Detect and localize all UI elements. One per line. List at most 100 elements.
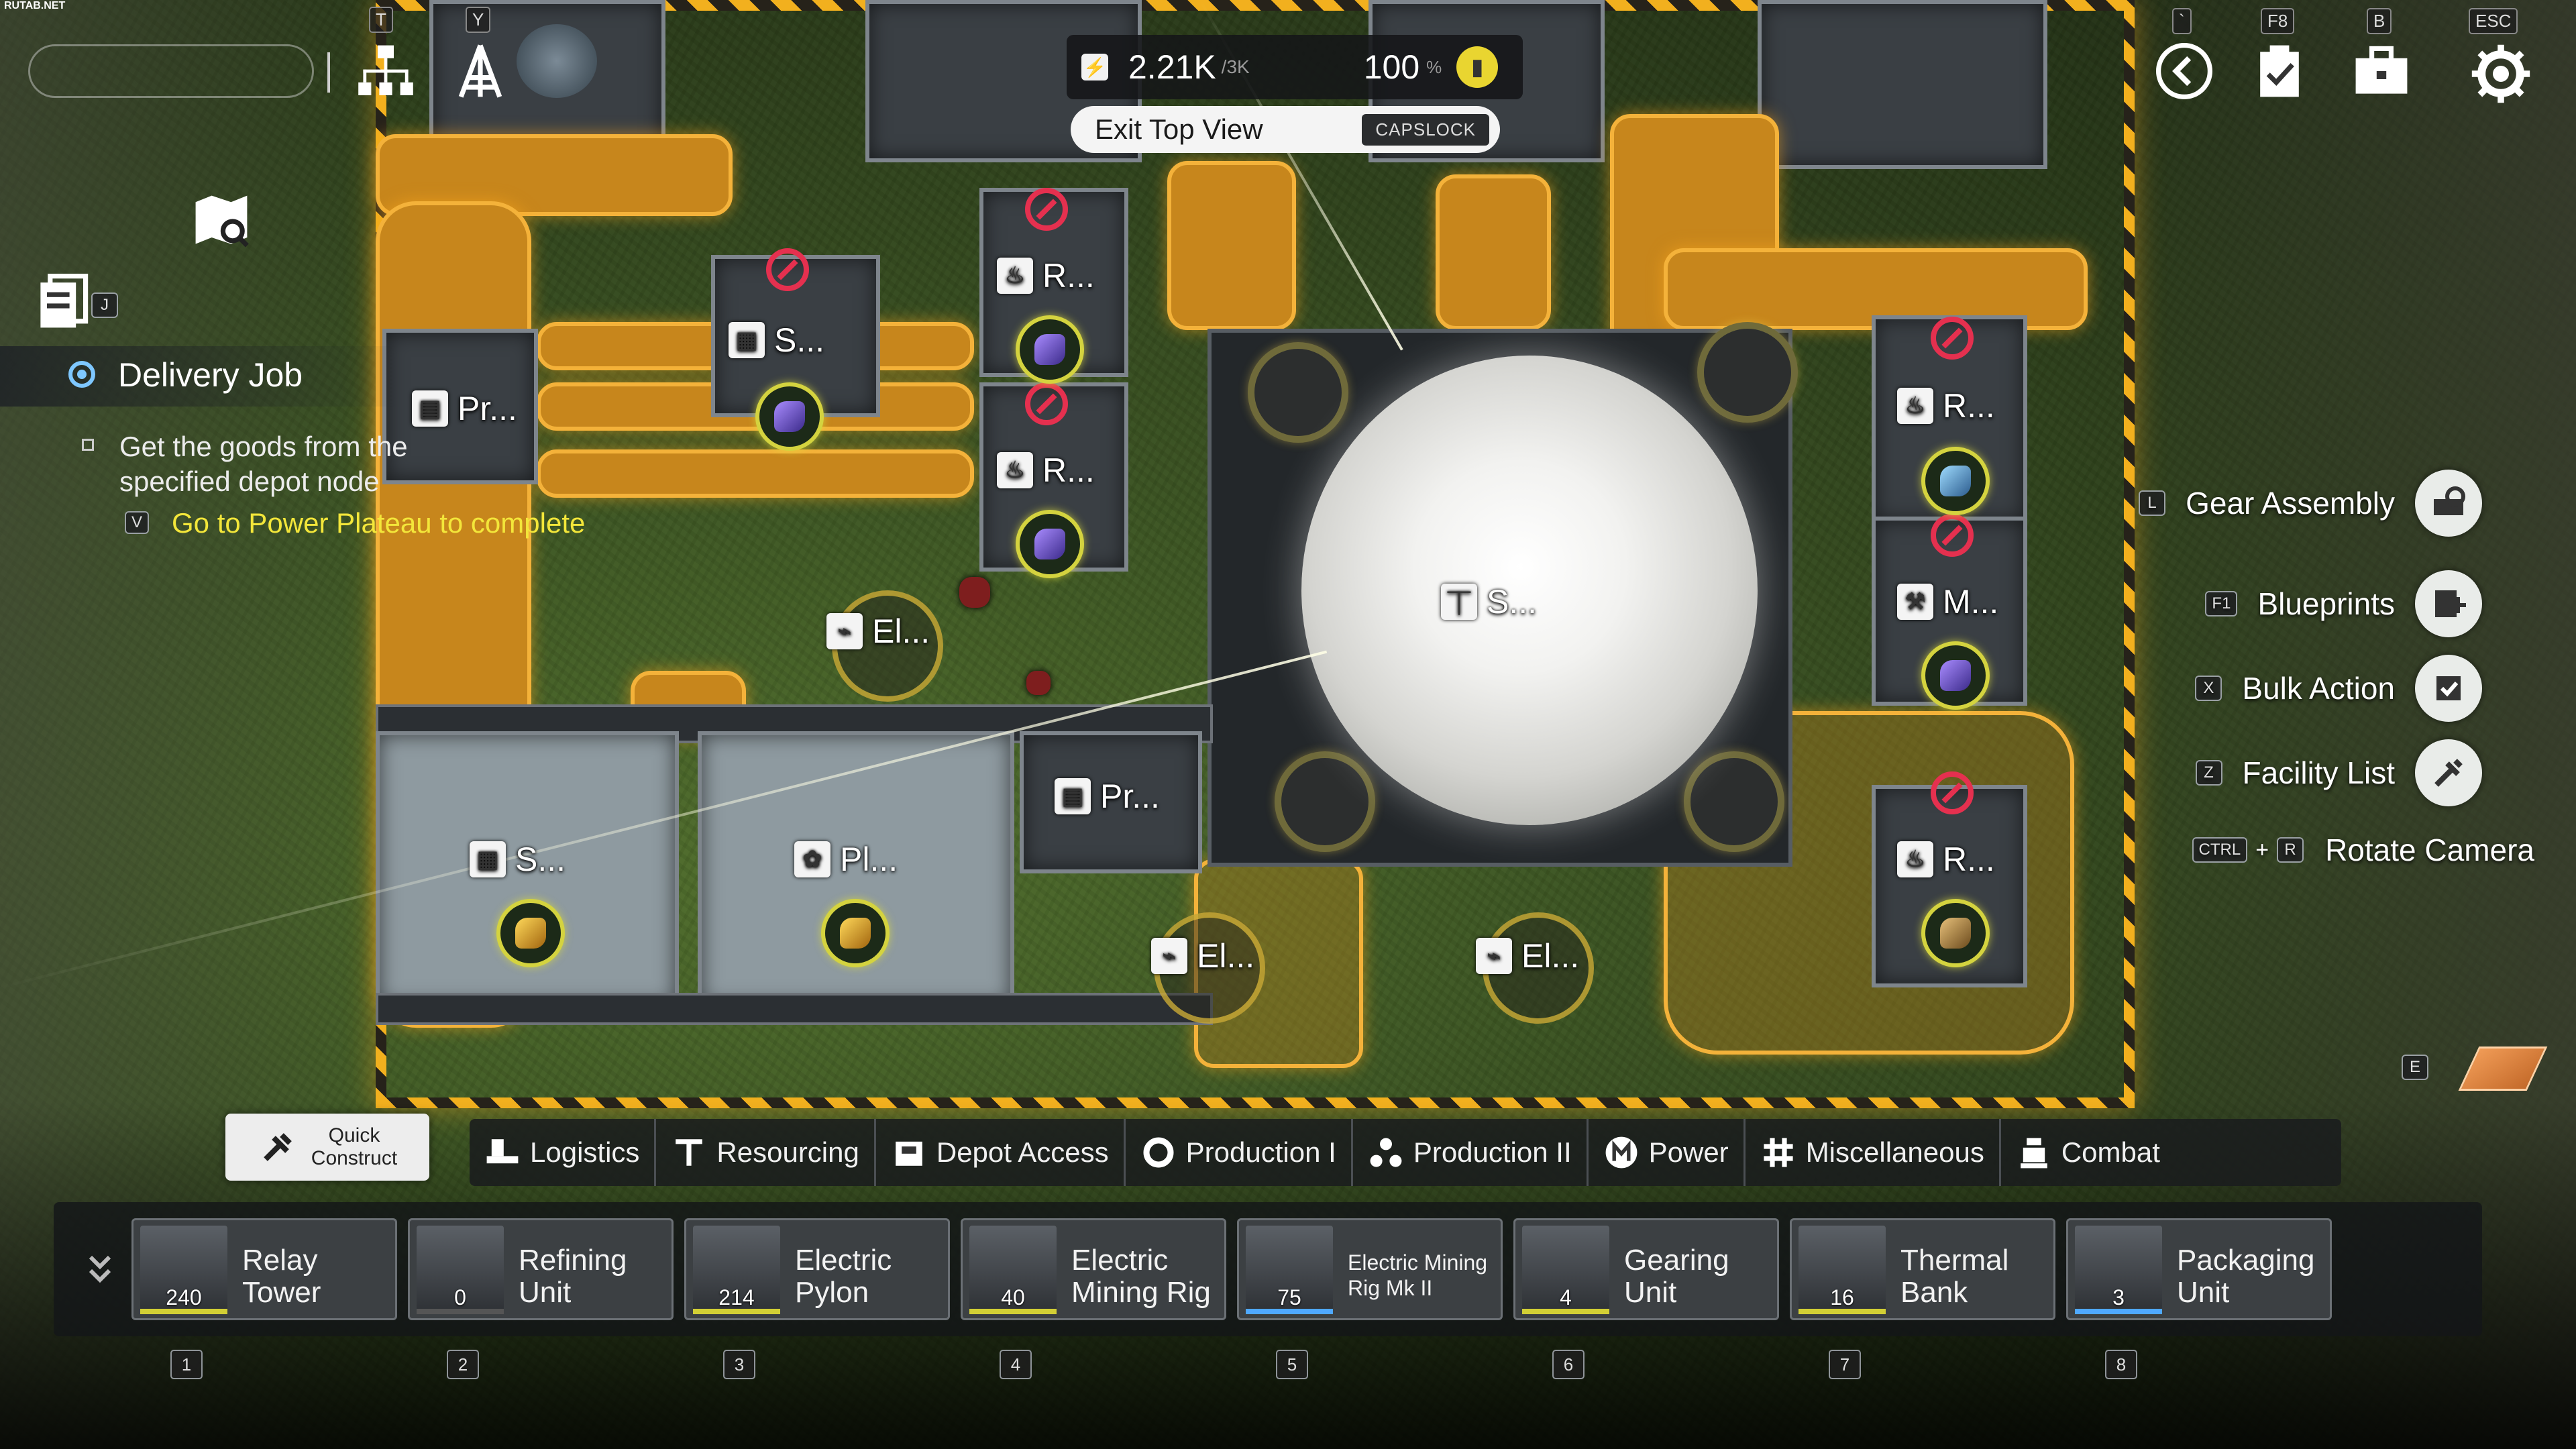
key-hint-z: Z bbox=[2195, 760, 2222, 786]
facility-protocol-2[interactable] bbox=[1020, 731, 1202, 873]
category-depot-access[interactable]: Depot Access bbox=[876, 1119, 1126, 1186]
quest-tracker-header[interactable] bbox=[0, 346, 402, 407]
facility-label[interactable]: ✿Pl... bbox=[794, 840, 898, 879]
facility-label[interactable]: ▦S... bbox=[729, 321, 824, 360]
power-icon bbox=[1603, 1134, 1640, 1171]
facility-label[interactable]: ⌁El... bbox=[826, 612, 930, 651]
key-hint-j: J bbox=[91, 292, 118, 318]
core-icon: ⏉ bbox=[1441, 584, 1477, 620]
category-combat[interactable]: Combat bbox=[2001, 1119, 2175, 1186]
clipboard-icon[interactable] bbox=[2246, 38, 2313, 105]
platform-socket bbox=[1684, 751, 1784, 852]
facility-protocol[interactable] bbox=[382, 329, 538, 484]
key-hint-f1: F1 bbox=[2205, 591, 2238, 616]
hammer-icon bbox=[263, 1133, 292, 1161]
facility-label[interactable]: ♨R... bbox=[1897, 840, 1995, 879]
category-production-ii[interactable]: Production II bbox=[1353, 1119, 1589, 1186]
key-hint-r: R bbox=[2277, 837, 2304, 863]
conveyor-belt bbox=[537, 449, 974, 498]
blueprints-menu[interactable]: F1 Blueprints bbox=[2205, 570, 2482, 637]
map-search-icon[interactable] bbox=[188, 188, 255, 255]
refining-icon: ♨ bbox=[1897, 388, 1933, 424]
blocked-icon bbox=[1025, 188, 1068, 231]
category-logistics[interactable]: Logistics bbox=[470, 1119, 657, 1186]
blocked-icon bbox=[1025, 382, 1068, 425]
facility-label[interactable]: ⌁El... bbox=[1151, 936, 1254, 975]
output-resource-node[interactable] bbox=[496, 899, 565, 967]
facility-label[interactable]: ♨R... bbox=[997, 451, 1095, 490]
category-resourcing[interactable]: Resourcing bbox=[656, 1119, 876, 1186]
resourcing-icon bbox=[671, 1134, 707, 1171]
key-hint-capslock: CAPSLOCK bbox=[1362, 113, 1489, 146]
protocol-core-dome[interactable] bbox=[1301, 356, 1758, 825]
facility-list-menu[interactable]: Z Facility List bbox=[2195, 739, 2482, 806]
key-hint-ctrl: CTRL bbox=[2192, 837, 2248, 863]
inventory-briefcase-icon[interactable] bbox=[2348, 38, 2415, 105]
facility-label[interactable]: ♨R... bbox=[1897, 386, 1995, 425]
power-capacity: /3K bbox=[1221, 56, 1250, 77]
miscellaneous-icon bbox=[1760, 1134, 1796, 1171]
storage-icon: ▦ bbox=[729, 322, 765, 358]
bulk-action-menu[interactable]: X Bulk Action bbox=[2195, 655, 2482, 722]
blocked-icon bbox=[1931, 317, 1974, 360]
output-resource-node[interactable] bbox=[1016, 315, 1084, 384]
facility-label[interactable]: ♨R... bbox=[997, 256, 1095, 295]
output-resource-node[interactable] bbox=[755, 382, 824, 451]
pylon-icon: ⌁ bbox=[826, 613, 863, 649]
facility-label[interactable]: ⌁El... bbox=[1476, 936, 1579, 975]
facility-label[interactable]: ⚒M... bbox=[1897, 582, 1998, 621]
refining-icon: ♨ bbox=[997, 258, 1033, 294]
facility-label[interactable]: ⏉S... bbox=[1441, 582, 1537, 621]
blocked-icon bbox=[1931, 514, 1974, 557]
pylon-icon: ⌁ bbox=[1476, 938, 1512, 974]
slot-key-5: 5 bbox=[1276, 1350, 1308, 1379]
collapse-tray-button[interactable] bbox=[63, 1229, 137, 1309]
network-tree-icon[interactable] bbox=[352, 38, 419, 105]
key-hint-l: L bbox=[2139, 490, 2166, 516]
gear-assembly-icon bbox=[2415, 470, 2482, 537]
back-icon[interactable] bbox=[2151, 38, 2218, 105]
combat-icon bbox=[2016, 1134, 2052, 1171]
key-hint-v: V bbox=[125, 511, 150, 534]
output-resource-node[interactable] bbox=[1921, 447, 1990, 515]
job-list-icon[interactable] bbox=[30, 268, 97, 335]
facility-storage-2[interactable] bbox=[376, 731, 679, 1008]
quest-objective: Get the goods from the specified depot n… bbox=[119, 431, 408, 497]
refining-icon: ♨ bbox=[1897, 841, 1933, 877]
protocol-icon: ▤ bbox=[412, 390, 448, 427]
minimap-frame[interactable] bbox=[28, 44, 314, 98]
facility-label[interactable]: ▤Pr... bbox=[412, 389, 517, 428]
output-resource-node[interactable] bbox=[1921, 641, 1990, 710]
category-miscellaneous[interactable]: Miscellaneous bbox=[1746, 1119, 2001, 1186]
exit-top-view-button[interactable]: Exit Top View CAPSLOCK bbox=[1071, 106, 1500, 153]
production-icon bbox=[1140, 1134, 1177, 1171]
settings-gear-icon[interactable] bbox=[2461, 34, 2541, 114]
output-resource-node[interactable] bbox=[821, 899, 890, 967]
facility-label[interactable]: ▤Pr... bbox=[1055, 777, 1160, 816]
slot-key-2: 2 bbox=[447, 1350, 479, 1379]
planting-icon: ✿ bbox=[794, 841, 830, 877]
category-production-i[interactable]: Production I bbox=[1126, 1119, 1353, 1186]
platform-socket bbox=[1275, 751, 1375, 852]
output-resource-node[interactable] bbox=[1016, 510, 1084, 578]
worker-mech bbox=[1026, 671, 1051, 695]
core-crate-icon[interactable] bbox=[517, 24, 597, 98]
tower-icon[interactable] bbox=[447, 38, 514, 105]
category-power[interactable]: Power bbox=[1589, 1119, 1746, 1186]
key-hint-y: Y bbox=[466, 7, 491, 33]
output-resource-node[interactable] bbox=[1921, 899, 1990, 967]
key-hint-t: T bbox=[369, 7, 393, 33]
facility-label[interactable]: ▦S... bbox=[470, 840, 566, 879]
gear-assembly-menu[interactable]: L Gear Assembly bbox=[2139, 470, 2482, 537]
blocked-icon bbox=[766, 248, 809, 291]
